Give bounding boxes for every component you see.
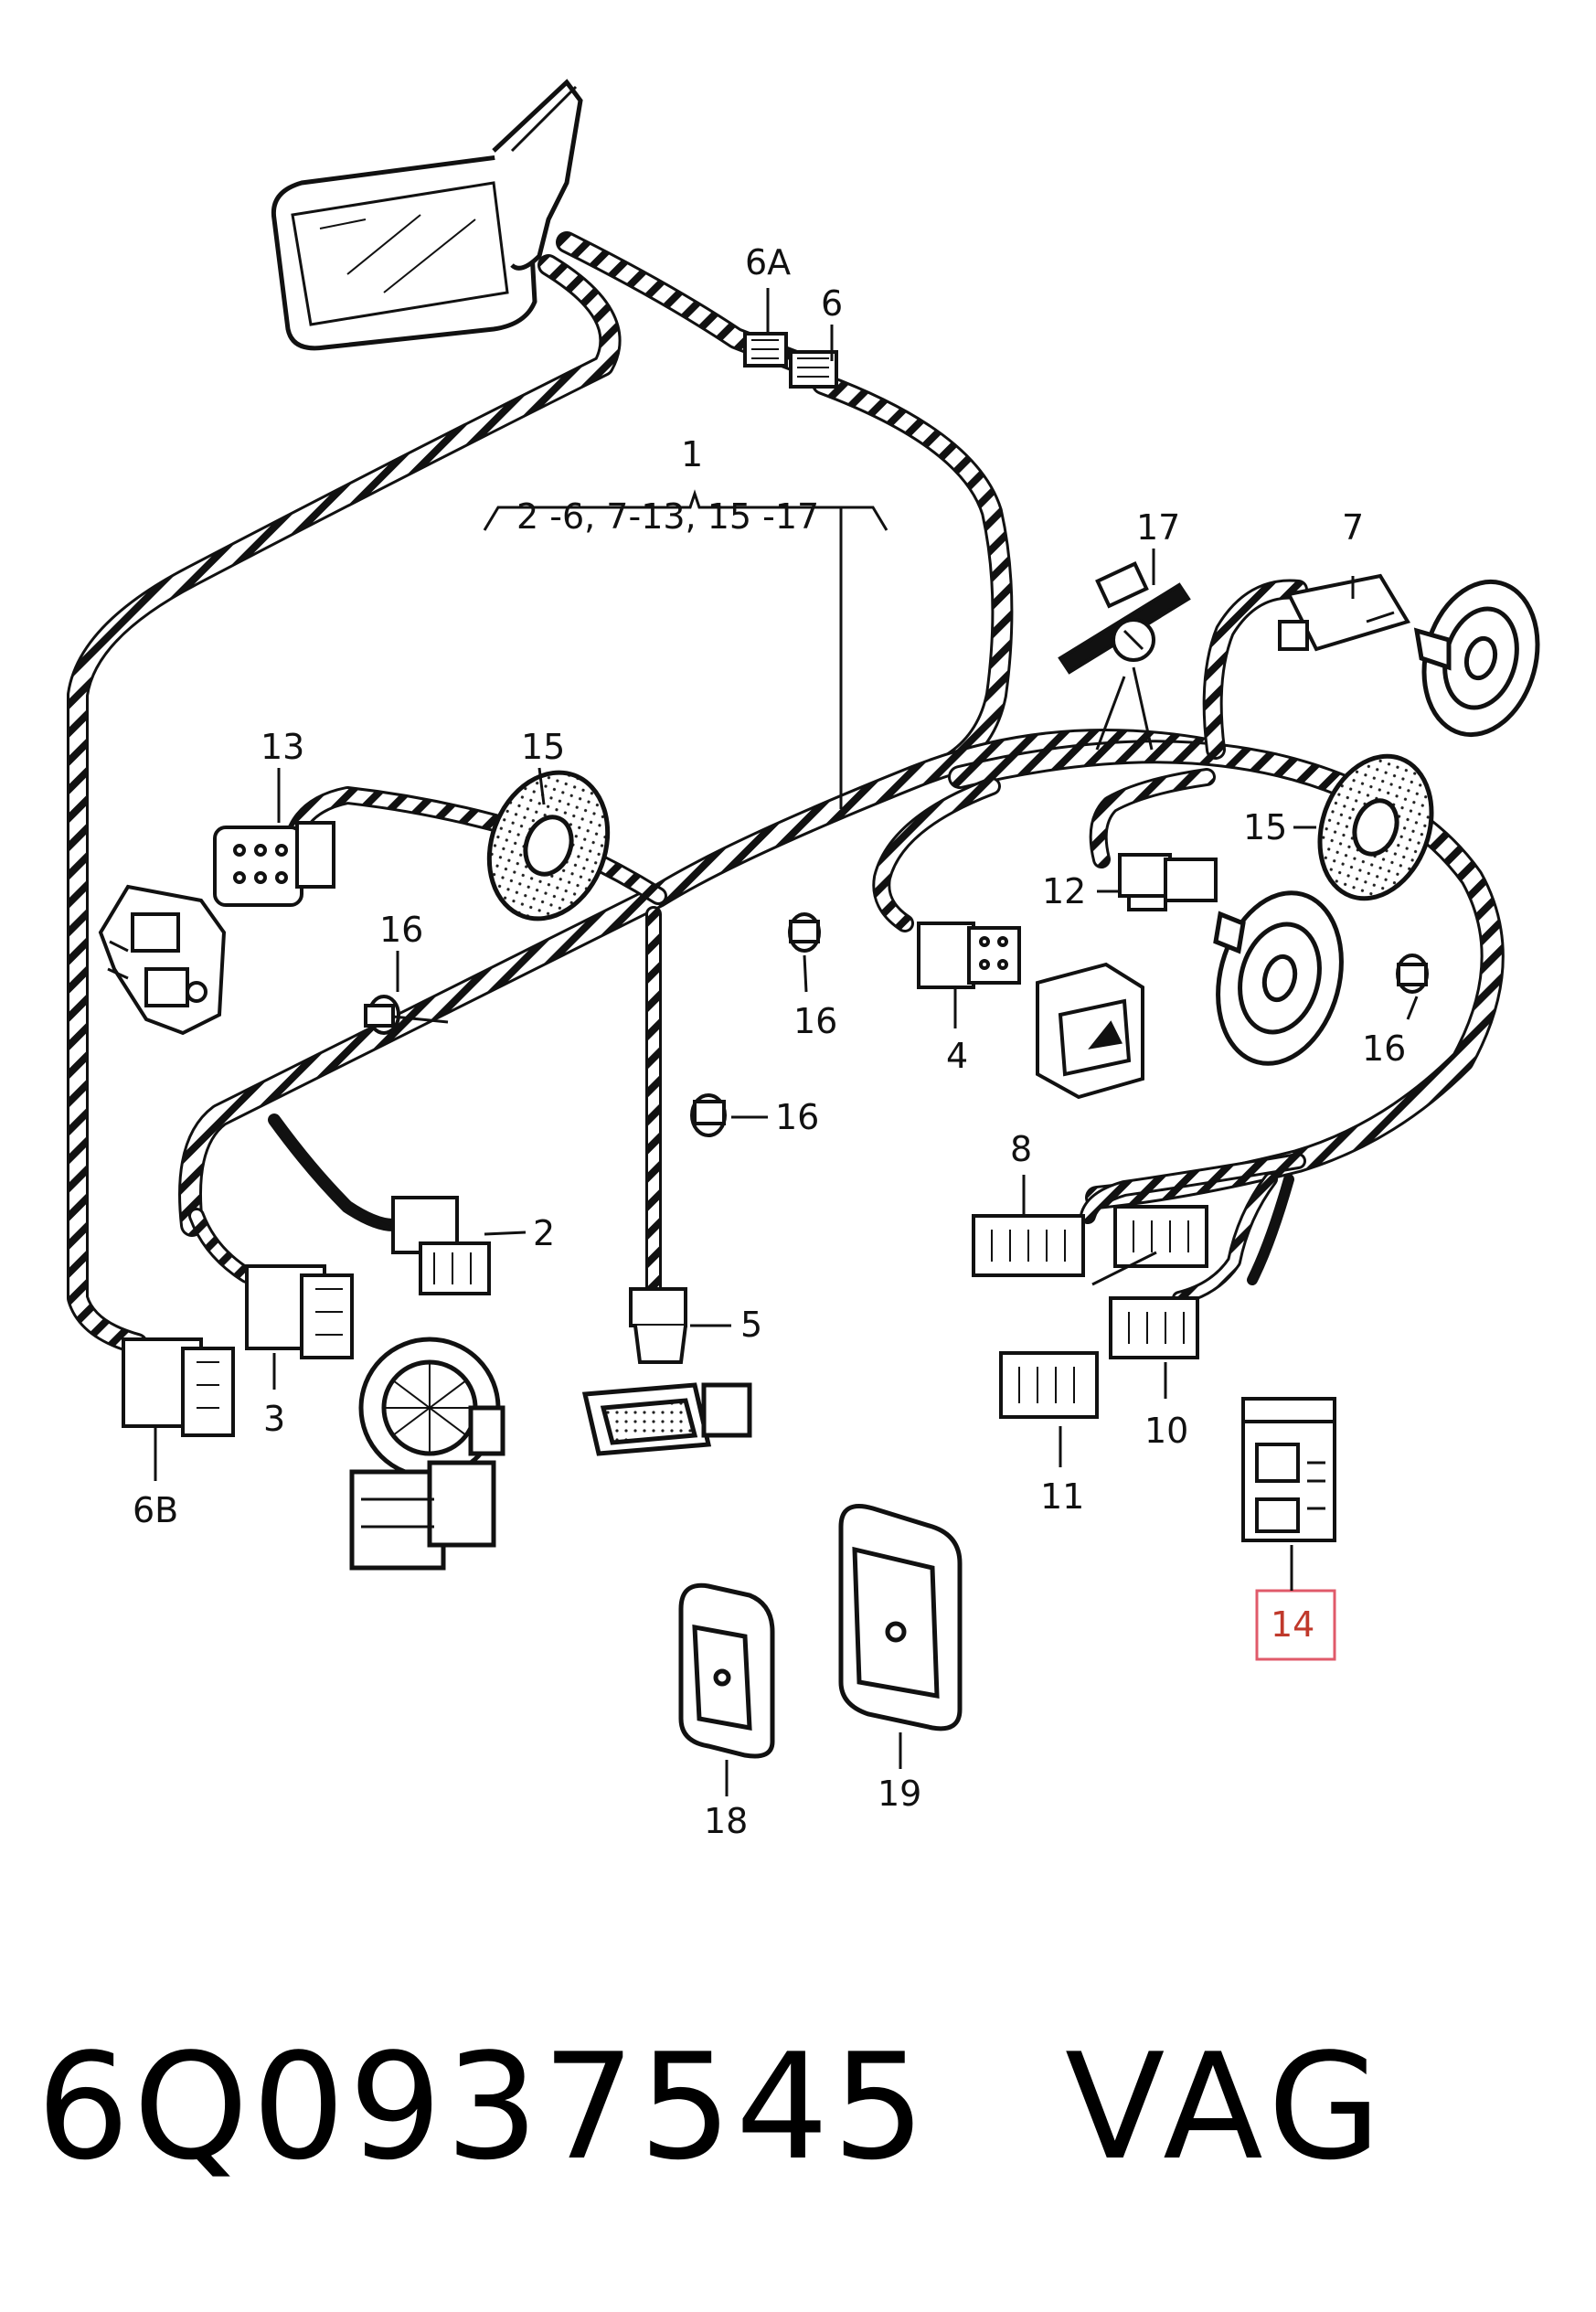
callout-11: 11 (1040, 1476, 1084, 1517)
callout-15a: 15 (521, 727, 565, 767)
harness-cables (67, 231, 1505, 1355)
connector-10 (1109, 1296, 1199, 1359)
connector-7 (1278, 573, 1411, 652)
callout-4: 4 (946, 1036, 968, 1076)
courtesy-lamp (581, 1382, 752, 1456)
callout-15b: 15 (1243, 807, 1287, 847)
callout-16b: 16 (793, 1001, 837, 1041)
cable-to-2 (268, 1113, 399, 1231)
window-switch (1036, 962, 1144, 1100)
cable-to-7 (1202, 579, 1308, 760)
grommet-15-left (486, 770, 611, 922)
callout-19: 19 (878, 1774, 921, 1814)
connector-6a (743, 332, 788, 368)
callout-16d: 16 (1362, 1028, 1406, 1069)
window-motor (349, 1337, 505, 1571)
callout-7: 7 (1342, 507, 1364, 548)
clip-16-d (1396, 954, 1429, 994)
callout-1: 1 (681, 434, 703, 474)
callout-8: 8 (1010, 1129, 1032, 1169)
cover-19 (838, 1504, 963, 1731)
door-lock-unit (98, 884, 227, 1036)
connector-8b (1113, 1205, 1208, 1268)
cover-18 (678, 1582, 775, 1759)
callout-14-highlight (1255, 1589, 1336, 1661)
door-mirror (271, 79, 583, 351)
callout-6b: 6B (133, 1490, 178, 1530)
connector-12 (1118, 853, 1218, 911)
clip-16-a (364, 995, 400, 1035)
callout-10: 10 (1144, 1411, 1188, 1451)
connector-2 (391, 1196, 491, 1295)
callout-2: 2 (533, 1213, 555, 1253)
callout-16c: 16 (775, 1097, 819, 1137)
callout-labels: 6A 6 1 2 -6, 7-13, 15 -17 17 7 13 15 15 … (133, 242, 1406, 1841)
callout-6a: 6A (745, 242, 791, 282)
brand-name: VAG (1065, 2021, 1389, 2192)
callout-5: 5 (740, 1305, 762, 1345)
speaker-upper (1413, 579, 1540, 738)
connector-11 (999, 1351, 1099, 1419)
connector-8 (972, 1214, 1085, 1277)
callout-6: 6 (821, 283, 843, 324)
callout-3: 3 (263, 1399, 285, 1439)
connector-3 (245, 1264, 354, 1359)
callout-16a: 16 (379, 910, 423, 950)
callout-18: 18 (704, 1801, 748, 1841)
cable-to-10b (1247, 1174, 1294, 1285)
clip-17 (1058, 561, 1191, 675)
leader-lines (154, 288, 1419, 1796)
grommet-15-right (1317, 753, 1434, 901)
callout-1-range: 2 -6, 7-13, 15 -17 (516, 496, 819, 537)
connector-14 (1241, 1397, 1336, 1542)
callout-12: 12 (1042, 871, 1086, 911)
connector-5 (629, 1287, 687, 1364)
connector-4 (917, 922, 1021, 989)
connector-13 (213, 821, 335, 907)
callout-14: 14 (1271, 1604, 1314, 1645)
part-number: 6Q0937545 (37, 2021, 930, 2192)
connector-6 (789, 350, 838, 389)
callout-13: 13 (261, 727, 304, 767)
callout-17: 17 (1136, 507, 1180, 548)
speaker-lower (1213, 890, 1344, 1066)
clip-16-c (690, 1093, 727, 1137)
cable-right-down (812, 373, 1014, 774)
clip-16-b (788, 912, 821, 953)
callout-1-bracket (483, 489, 888, 809)
connector-6b (122, 1337, 235, 1437)
